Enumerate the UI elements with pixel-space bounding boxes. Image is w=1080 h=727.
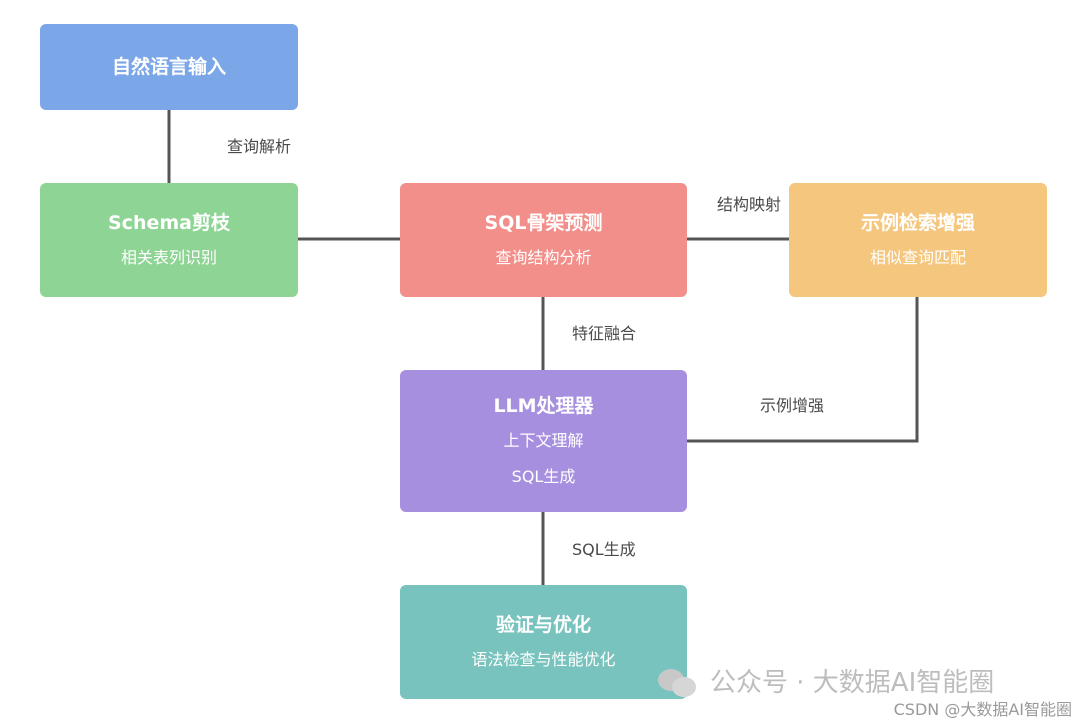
watermark-account-text: 公众号 · 大数据AI智能圈	[710, 668, 995, 698]
edge-label-gen: SQL生成	[572, 540, 636, 559]
node-example-sub: 相似查询匹配	[869, 248, 966, 267]
watermark-footer: CSDN @大数据AI智能圈	[893, 700, 1072, 719]
node-llm: LLM处理器 上下文理解 SQL生成	[400, 370, 687, 512]
node-verify-title: 验证与优化	[495, 614, 591, 636]
node-sql-sub: 查询结构分析	[495, 248, 592, 267]
node-sql-title: SQL骨架预测	[484, 212, 603, 234]
edge-label-enhance: 示例增强	[760, 396, 825, 415]
node-sql: SQL骨架预测 查询结构分析	[400, 183, 687, 297]
edge-label-map: 结构映射	[717, 195, 782, 214]
node-llm-sub1: 上下文理解	[503, 431, 584, 450]
edge-example-llm	[687, 297, 919, 443]
node-schema: Schema剪枝 相关表列识别	[40, 183, 298, 297]
node-llm-sub2: SQL生成	[511, 467, 576, 486]
edge-label-fuse: 特征融合	[572, 324, 637, 343]
node-verify: 验证与优化 语法检查与性能优化	[400, 585, 687, 699]
node-example: 示例检索增强 相似查询匹配	[789, 183, 1047, 297]
node-input: 自然语言输入	[40, 24, 298, 110]
node-example-title: 示例检索增强	[860, 212, 975, 234]
node-schema-title: Schema剪枝	[108, 212, 230, 234]
edge-label-parse: 查询解析	[227, 137, 292, 156]
node-schema-sub: 相关表列识别	[120, 248, 217, 267]
watermark-account: 公众号 · 大数据AI智能圈	[656, 663, 994, 703]
node-llm-title: LLM处理器	[493, 395, 594, 417]
wechat-icon	[656, 663, 700, 703]
node-input-title: 自然语言输入	[111, 56, 226, 78]
node-verify-sub: 语法检查与性能优化	[471, 650, 616, 669]
